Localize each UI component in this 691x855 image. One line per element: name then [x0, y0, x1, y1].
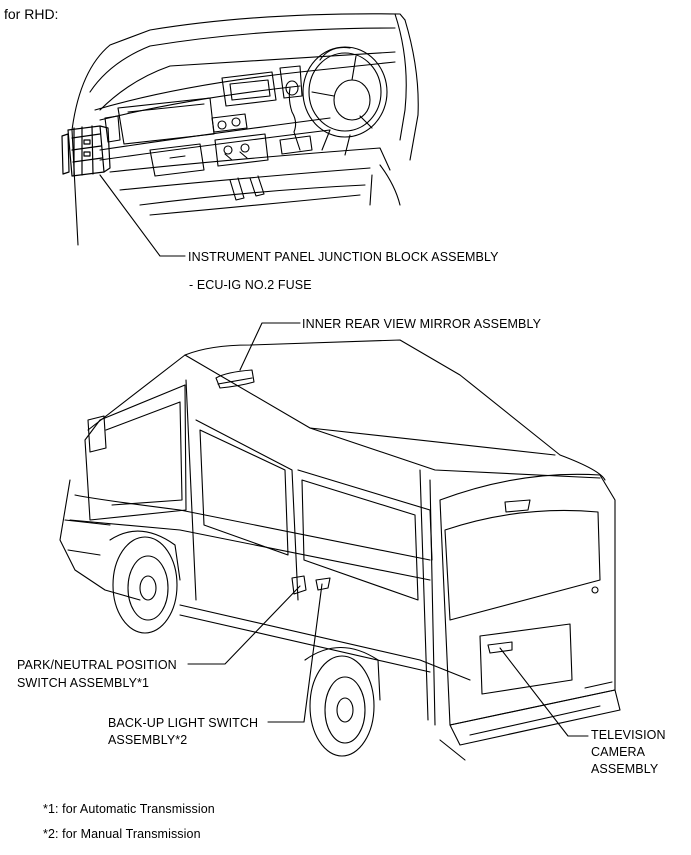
park-leader — [188, 586, 300, 664]
backup-light-label-line1: BACK-UP LIGHT SWITCH — [108, 716, 259, 730]
ipjb-leader — [100, 175, 185, 256]
van-illustration — [60, 340, 620, 760]
diagram-heading: for RHD: — [4, 6, 59, 22]
backup-leader — [268, 584, 322, 722]
backup-light-label-line2: ASSEMBLY*2 — [108, 733, 188, 747]
park-neutral-label-line1: PARK/NEUTRAL POSITION — [17, 658, 177, 672]
ipjb-fuse-label: - ECU-IG NO.2 FUSE — [189, 278, 312, 292]
tv-camera-label-line1: TELEVISION — [591, 728, 666, 742]
park-neutral-label-line2: SWITCH ASSEMBLY*1 — [17, 676, 150, 690]
dashboard-illustration — [62, 14, 418, 245]
mirror-leader — [240, 323, 300, 370]
footnote-2: *2: for Manual Transmission — [43, 827, 201, 841]
roof-mirror-outline — [216, 370, 254, 388]
tv-leader — [500, 648, 588, 736]
footnote-1: *1: for Automatic Transmission — [43, 802, 215, 816]
tv-camera-label-line2: CAMERA — [591, 745, 646, 759]
ipjb-label: INSTRUMENT PANEL JUNCTION BLOCK ASSEMBLY — [188, 250, 499, 264]
mirror-label: INNER REAR VIEW MIRROR ASSEMBLY — [302, 317, 542, 331]
tv-camera-label-line3: ASSEMBLY — [591, 762, 659, 776]
